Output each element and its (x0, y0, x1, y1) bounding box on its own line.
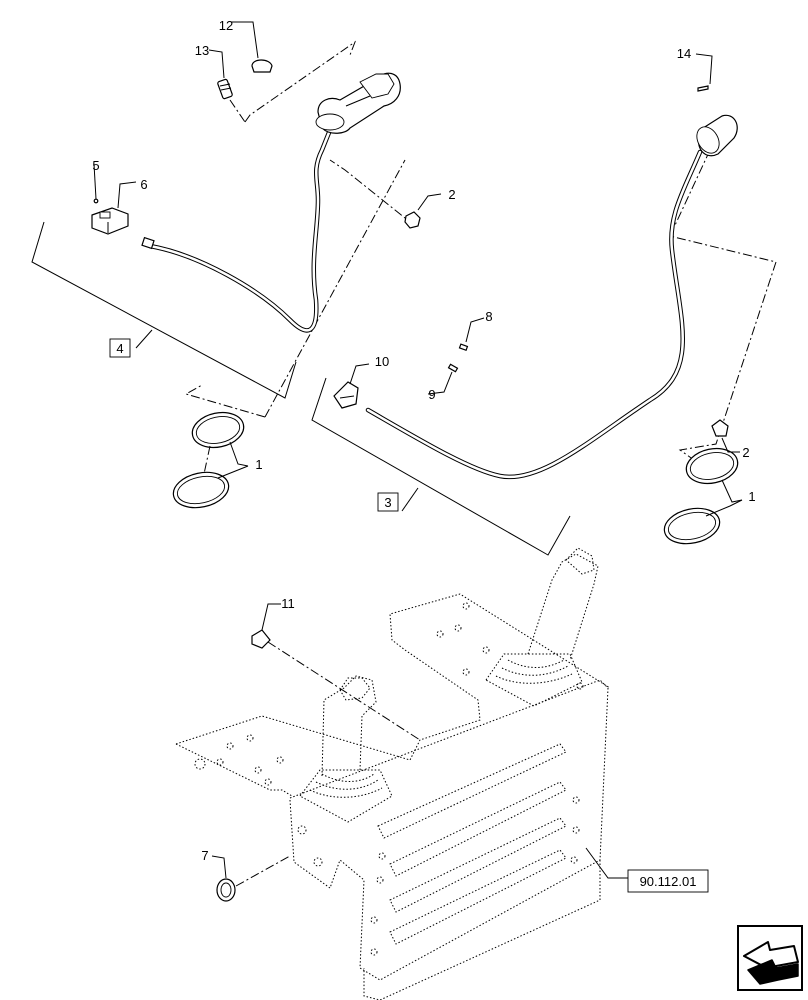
callout-1-left: 1 (255, 457, 262, 472)
clamp-7 (216, 855, 291, 902)
left-joystick (299, 675, 393, 823)
group-label-3: 3 (377, 492, 399, 512)
callout-14: 14 (677, 46, 691, 61)
pin-9 (447, 363, 459, 373)
plate-holes (216, 602, 584, 956)
reference-box: 90.112.01 (627, 869, 709, 893)
callout-12: 12 (219, 18, 233, 33)
clip-14 (697, 85, 709, 92)
left-joystick-grip (315, 72, 401, 134)
reference-text: 90.112.01 (640, 874, 697, 889)
callout-1-right: 1 (748, 489, 755, 504)
callout-labels: 12 13 5 6 2 14 8 10 9 1 2 1 11 7 (92, 18, 755, 863)
callout-10: 10 (375, 354, 389, 369)
callout-6: 6 (140, 177, 147, 192)
nut-2-lower (711, 419, 729, 437)
switch-6 (91, 207, 129, 235)
right-harness-group (311, 85, 777, 556)
bolt-13 (217, 78, 233, 100)
group-label-3-text: 3 (384, 495, 391, 510)
callout-5: 5 (92, 158, 99, 173)
callout-leaders (93, 21, 743, 879)
group-label-4: 4 (109, 338, 131, 358)
fastener-11 (251, 629, 421, 741)
pin-5 (93, 198, 99, 204)
previous-page-arrow-icon[interactable] (737, 925, 803, 991)
callout-7: 7 (201, 848, 208, 863)
console-assembly (175, 547, 611, 1000)
connector-10 (333, 381, 359, 409)
callout-2-upper: 2 (448, 187, 455, 202)
callout-2-lower: 2 (742, 445, 749, 460)
pin-8 (458, 343, 469, 352)
left-harness-group (31, 40, 421, 509)
callout-9: 9 (428, 387, 435, 402)
nut-2-upper (404, 211, 421, 229)
callout-13: 13 (195, 43, 209, 58)
callout-8: 8 (485, 309, 492, 324)
nut-12 (251, 59, 273, 73)
group-label-4-text: 4 (116, 341, 123, 356)
right-joystick-grip (696, 114, 738, 157)
right-joystick (485, 547, 599, 707)
callout-11: 11 (281, 596, 295, 611)
